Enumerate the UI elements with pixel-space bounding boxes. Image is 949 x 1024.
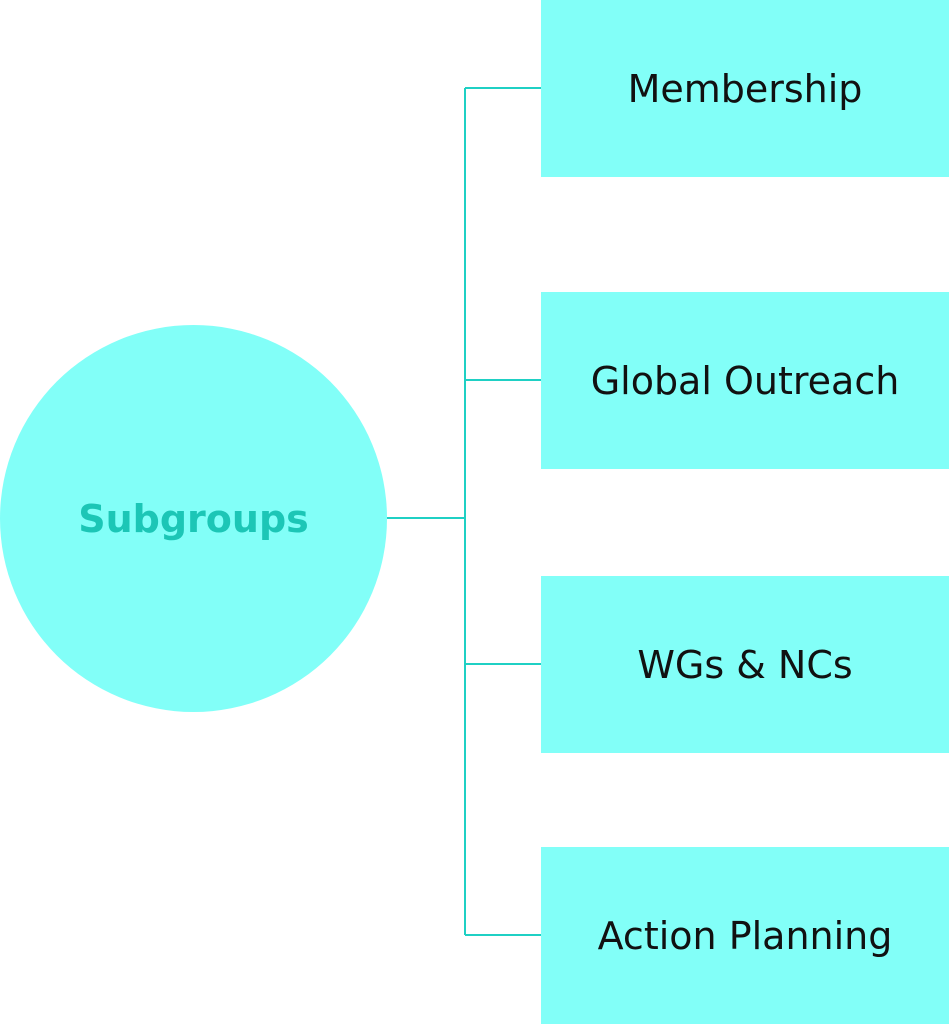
branch-action-planning: Action Planning: [541, 847, 949, 1024]
branch-label: Membership: [627, 66, 863, 111]
branch-global-outreach: Global Outreach: [541, 292, 949, 469]
branch-label: Global Outreach: [590, 358, 900, 403]
center-label: Subgroups: [78, 496, 309, 541]
branch-membership: Membership: [541, 0, 949, 177]
branch-wgs-ncs: WGs & NCs: [541, 576, 949, 753]
center-node: Subgroups: [0, 325, 387, 712]
branch-label: Action Planning: [597, 913, 893, 958]
branch-label: WGs & NCs: [637, 642, 853, 687]
